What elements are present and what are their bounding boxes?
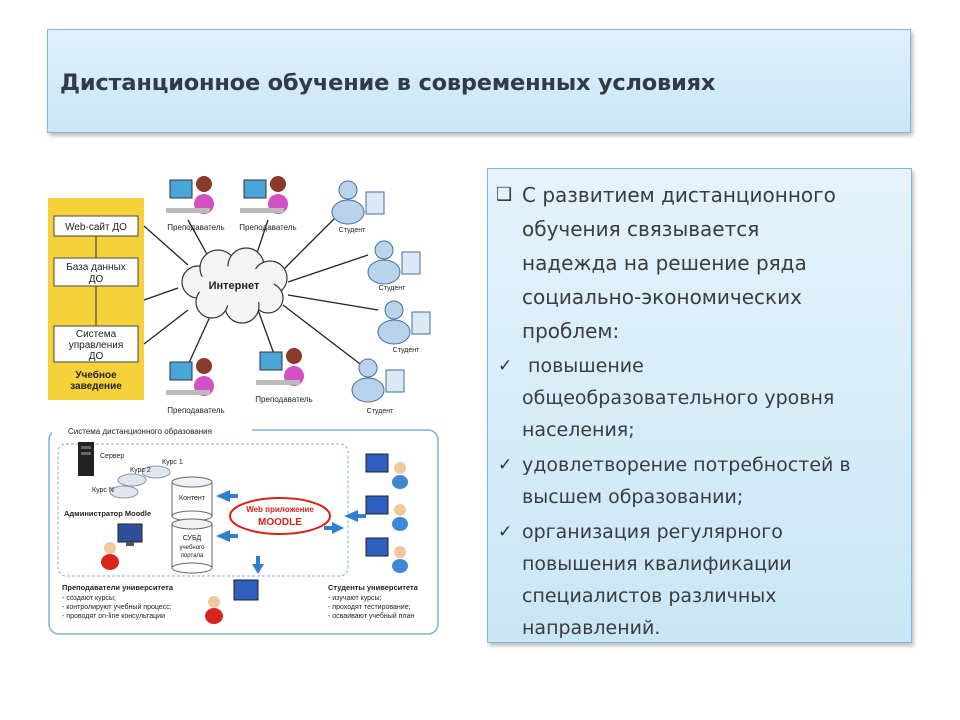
server-label: Сервер (100, 453, 124, 460)
sub-bullet-1: ✓ повышение общеобразовательного уровня … (498, 350, 835, 446)
content-db-icon (171, 476, 213, 522)
teacher-label-4: Преподаватель (255, 395, 312, 404)
institution-label-2: заведение (70, 381, 122, 392)
main-bullet-line: обучения связывается (522, 217, 760, 241)
teachers-title: Преподаватели университета (62, 583, 174, 592)
teacher-icon (166, 176, 214, 214)
teacher-label-1: Преподаватель (167, 223, 224, 232)
teacher-label-3: Преподаватель (167, 406, 224, 415)
student-computer-icon (365, 495, 408, 531)
server-icon (78, 442, 94, 476)
student-label-4: Студент (367, 408, 394, 415)
content-label: Контент (179, 495, 206, 502)
course1-label: Курс 1 (162, 459, 183, 466)
sub-bullet-3: ✓ организация регулярного повышения квал… (498, 516, 792, 644)
content-box: ❑ С развитием дистанционного обучения св… (487, 168, 912, 643)
institution-label-1: Учебное (75, 369, 117, 381)
main-bullet-line: надежда на решение ряда (522, 251, 807, 275)
database-label-2: ДО (89, 274, 104, 285)
webapp-label: Web приложение (246, 505, 314, 514)
teachers-item-2: - контролируют учебный процесс; (62, 603, 172, 611)
course2-label: Курс 2 (130, 467, 151, 474)
students-item-1: - изучают курсы; (328, 595, 382, 602)
sub-bullet-line: организация регулярного (522, 521, 783, 543)
management-label-2: управления (69, 340, 124, 351)
student-computer-icon (365, 453, 408, 489)
courseN-label: Курс N (92, 487, 114, 494)
square-bullet-icon: ❑ (496, 184, 513, 205)
internet-cloud (181, 247, 288, 324)
main-bullet-line: С развитием дистанционного (522, 183, 836, 207)
website-box (53, 215, 139, 237)
internet-label: Интернет (209, 280, 260, 292)
management-label-3: ДО (89, 351, 104, 362)
system-title: Система дистанционного образования (68, 427, 212, 436)
sub-bullet-line: направлений. (522, 617, 661, 639)
sub-bullet-line: специалистов различных (522, 585, 777, 607)
sub-bullet-line: удовлетворение потребностей в (522, 454, 851, 476)
moodle-label: MOODLE (258, 517, 302, 528)
check-icon: ✓ (498, 522, 513, 542)
dbms-label-2: учебного (180, 545, 206, 551)
student-label-3: Студент (393, 347, 420, 354)
student-computer-icon (365, 537, 408, 573)
sub-bullet-line: высшем образовании; (522, 486, 744, 508)
website-label: Web-сайт ДО (65, 222, 127, 233)
student-icon (351, 358, 405, 403)
moodle-webapp (229, 497, 331, 535)
teacher-computer-icon (205, 579, 259, 624)
dbms-label-3: портала (181, 553, 204, 559)
check-icon: ✓ (498, 455, 513, 475)
main-bullet-line: социально-экономических (522, 285, 802, 309)
teacher-label-2: Преподаватель (239, 223, 296, 232)
sub-bullet-line: населения; (522, 419, 635, 441)
management-label-1: Система (76, 329, 117, 340)
sub-bullet-line: общеобразовательного уровня (522, 387, 835, 409)
database-box (53, 257, 139, 287)
main-bullet: ❑ С развитием дистанционного обучения св… (496, 178, 836, 348)
student-label-1: Студент (339, 227, 366, 234)
dbms-icon (171, 518, 213, 574)
teachers-item-3: - проводят on-line консультации (62, 613, 165, 620)
main-bullet-line: проблем: (522, 319, 620, 343)
student-label-2: Студент (379, 285, 406, 292)
database-label-1: База данных (66, 262, 126, 273)
dbms-label-1: СУБД (183, 535, 202, 542)
student-icon (367, 240, 421, 285)
students-item-2: - проходят тестирование; (328, 604, 411, 611)
sub-bullet-line: повышения квалификации (522, 553, 792, 575)
students-title: Студенты университета (328, 583, 419, 592)
sub-bullet-line: повышение (522, 355, 644, 377)
student-icon (331, 180, 385, 225)
teacher-icon (166, 358, 214, 396)
students-item-3: - осваивают учебный план (328, 612, 414, 620)
course-disc-icon (109, 465, 171, 499)
slide-title: Дистанционное обучение в современных усл… (60, 70, 716, 96)
sub-bullet-2: ✓ удовлетворение потребностей в высшем о… (498, 449, 851, 513)
check-icon: ✓ (498, 356, 513, 376)
student-icon (377, 300, 431, 345)
network-diagram: Web-сайт ДО База данных ДО Система управ… (48, 176, 431, 415)
admin-label: Администратор Moodle (64, 509, 151, 518)
management-box (53, 325, 139, 363)
moodle-diagram: Система дистанционного образования Серве… (48, 425, 439, 635)
admin-computer-icon (101, 523, 143, 570)
teacher-icon (256, 348, 304, 386)
teacher-icon (240, 176, 288, 214)
title-box: Дистанционное обучение в современных усл… (47, 29, 911, 133)
teachers-item-1: - создают курсы; (62, 595, 116, 602)
